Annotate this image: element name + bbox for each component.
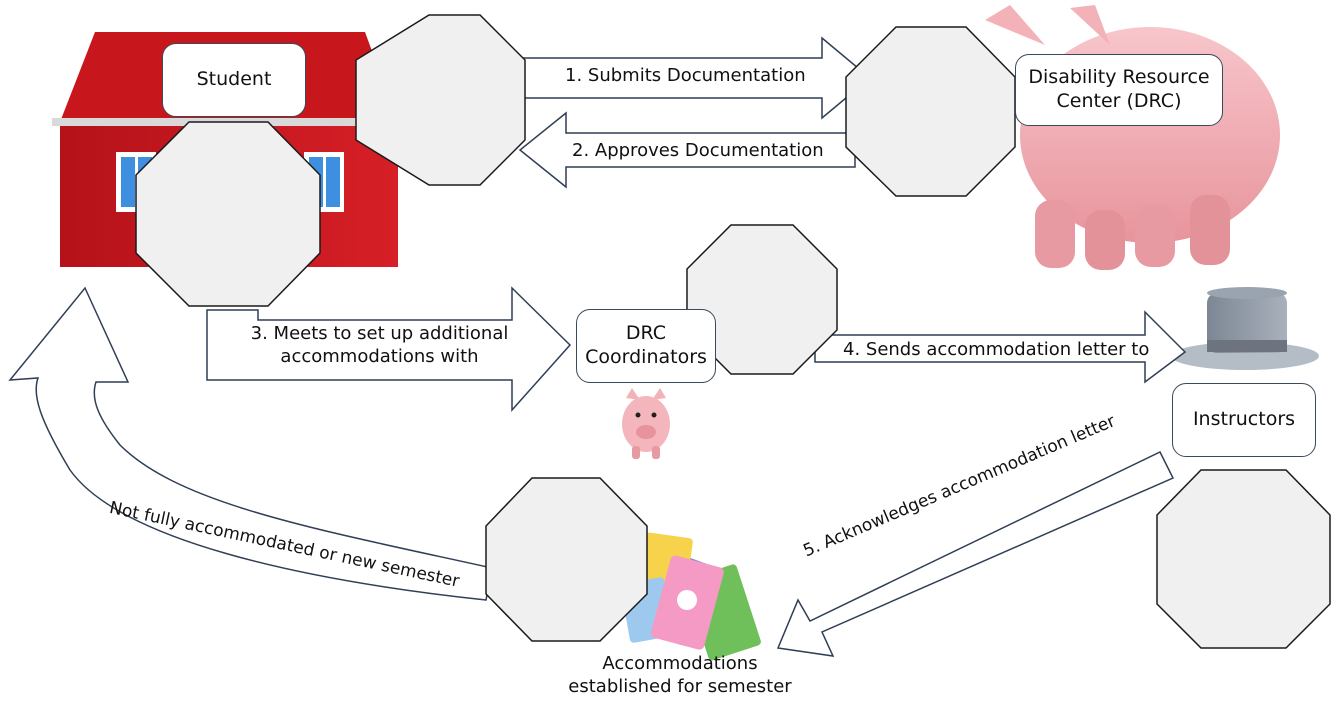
step4-label: 4. Sends accommodation letter to — [843, 339, 1150, 360]
coordinators-label: DRC Coordinators — [576, 309, 716, 383]
octagon-shape — [686, 224, 838, 375]
octagon-shape — [1156, 469, 1331, 649]
accommodations-label: Accommodations established for semester — [560, 652, 800, 699]
arrow-step3 — [206, 286, 572, 412]
instructors-text: Instructors — [1192, 408, 1296, 431]
step3-label: 3. Meets to set up additional accommodat… — [237, 322, 522, 369]
step3-line1: 3. Meets to set up additional — [250, 323, 509, 344]
octagon-shape — [135, 121, 321, 307]
step3-line2: accommodations with — [280, 346, 479, 368]
drc-label: Disability Resource Center (DRC) — [1015, 54, 1223, 126]
small-pig-icon — [622, 388, 670, 459]
octagon-shape — [845, 26, 1016, 197]
money-bills-icon — [620, 532, 761, 661]
student-label: Student — [162, 43, 306, 117]
arrow-step4 — [814, 310, 1187, 384]
arrow-step5 — [776, 451, 1175, 657]
piggy-bank-icon — [985, 5, 1280, 270]
student-text: Student — [196, 68, 272, 91]
step2-label: 2. Approves Documentation — [572, 140, 824, 161]
arrow-loop — [8, 286, 493, 601]
top-hat-icon — [1171, 287, 1319, 370]
octagon-shape — [485, 477, 648, 642]
step1-label: 1. Submits Documentation — [565, 65, 806, 86]
accommodations-text: Accommodations established for semester — [568, 653, 792, 698]
drc-text: Disability Resource Center (DRC) — [1028, 66, 1210, 112]
arrow-step2 — [518, 111, 856, 189]
coordinators-text: DRC Coordinators — [585, 322, 707, 368]
instructors-label: Instructors — [1172, 383, 1316, 457]
octagon-shape — [355, 14, 526, 186]
